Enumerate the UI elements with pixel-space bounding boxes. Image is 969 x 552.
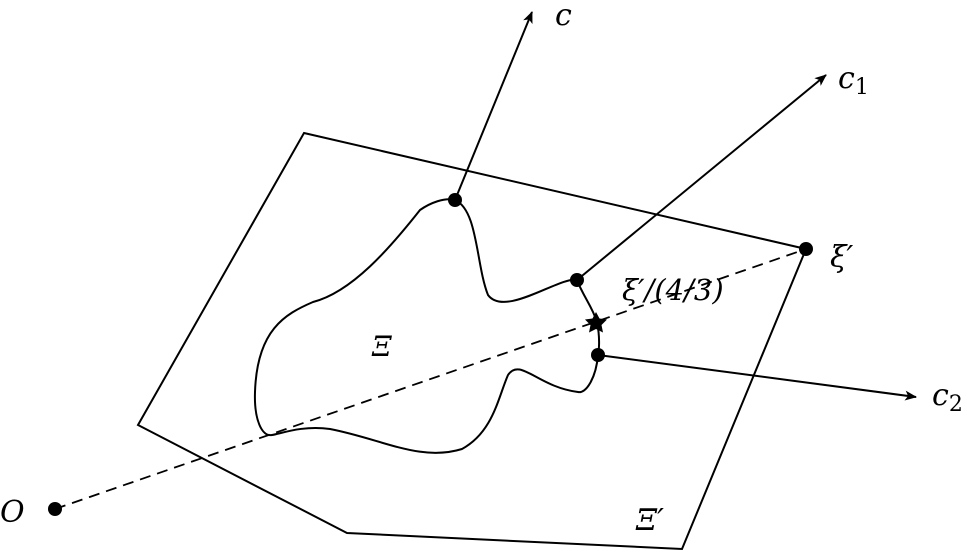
point-c2 [591, 348, 605, 362]
label-c2: c2 [932, 378, 963, 417]
label-c1-sub: 1 [855, 75, 869, 100]
region-xi-curve [253, 198, 601, 454]
star-point [585, 312, 607, 333]
label-c: c [555, 0, 572, 33]
label-c1-base: c [838, 61, 855, 96]
arrow-c2 [597, 354, 917, 401]
arrow-c1 [576, 74, 827, 281]
label-c2-base: c [932, 378, 949, 413]
point-xi-prime [799, 242, 813, 256]
label-polygon-xi-prime: Ξ′ [635, 503, 664, 538]
origin-point [48, 502, 62, 516]
label-origin: O [0, 495, 25, 530]
label-region-xi: Ξ [371, 330, 392, 363]
dashed-ray [54, 248, 807, 510]
polygon-xi-prime [136, 131, 808, 551]
label-xi-prime: ξ′ [830, 240, 854, 275]
label-c1: c1 [838, 61, 869, 100]
arrow-c [454, 11, 533, 201]
point-c [448, 193, 462, 207]
label-c2-sub: 2 [949, 392, 963, 417]
label-xi-scaled: ξ′/(4/3) [622, 273, 724, 307]
point-c1 [570, 273, 584, 287]
